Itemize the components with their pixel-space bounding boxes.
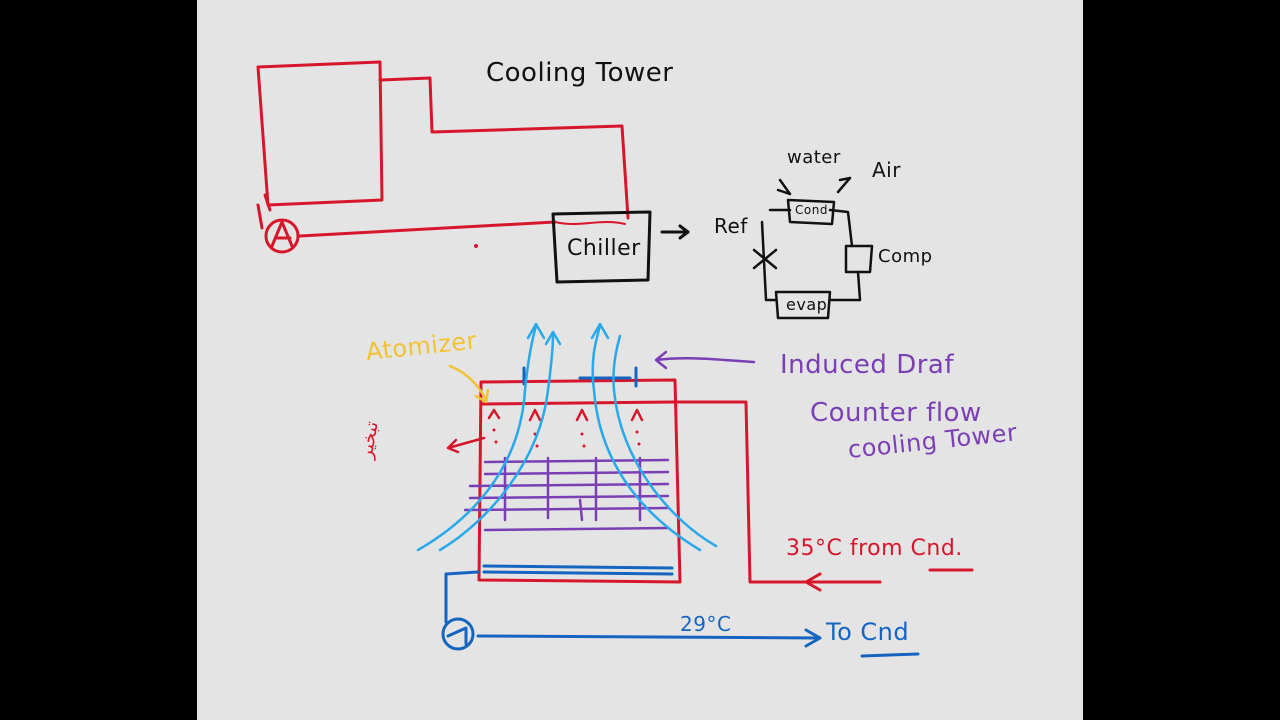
arrow-icon (660, 224, 690, 240)
fan-icon (522, 366, 638, 388)
underline (860, 652, 920, 658)
to-cond-label: To Cnd (826, 618, 910, 646)
cond-label: Cond (795, 203, 828, 217)
ref-label: Ref (714, 214, 748, 238)
condenser-water-line (256, 203, 626, 238)
pointer-arrow (654, 350, 756, 370)
refrigeration-cycle (760, 176, 874, 320)
cooling-tower-title: Cooling Tower (486, 58, 674, 88)
fill-media (463, 456, 670, 532)
counter-flow-label: Counter flow (810, 398, 982, 428)
induced-draft-label: Induced Draf (780, 350, 954, 380)
pointer-arrow (448, 364, 490, 404)
spray-nozzles (487, 408, 644, 422)
building-sketch (256, 60, 630, 220)
comp-label: Comp (878, 246, 933, 267)
inlet-temp-label: 35°C from Cnd. (786, 536, 963, 561)
evaporation-arrow (446, 436, 486, 454)
pump-icon (264, 218, 300, 254)
chiller-box (551, 210, 652, 284)
chiller-label: Chiller (567, 236, 641, 261)
water-label: water (787, 147, 841, 168)
pump-icon (441, 617, 475, 651)
expansion-valve-icon (752, 248, 778, 270)
whiteboard (197, 0, 1083, 720)
airflow (416, 322, 718, 552)
water-droplets (492, 428, 641, 448)
basin (444, 564, 822, 648)
ink-dot (474, 244, 478, 248)
evap-label: evap (786, 295, 828, 314)
cooling-tower-body (477, 378, 882, 592)
air-label: Air (872, 158, 901, 182)
outlet-temp-label: 29°C (680, 612, 732, 636)
